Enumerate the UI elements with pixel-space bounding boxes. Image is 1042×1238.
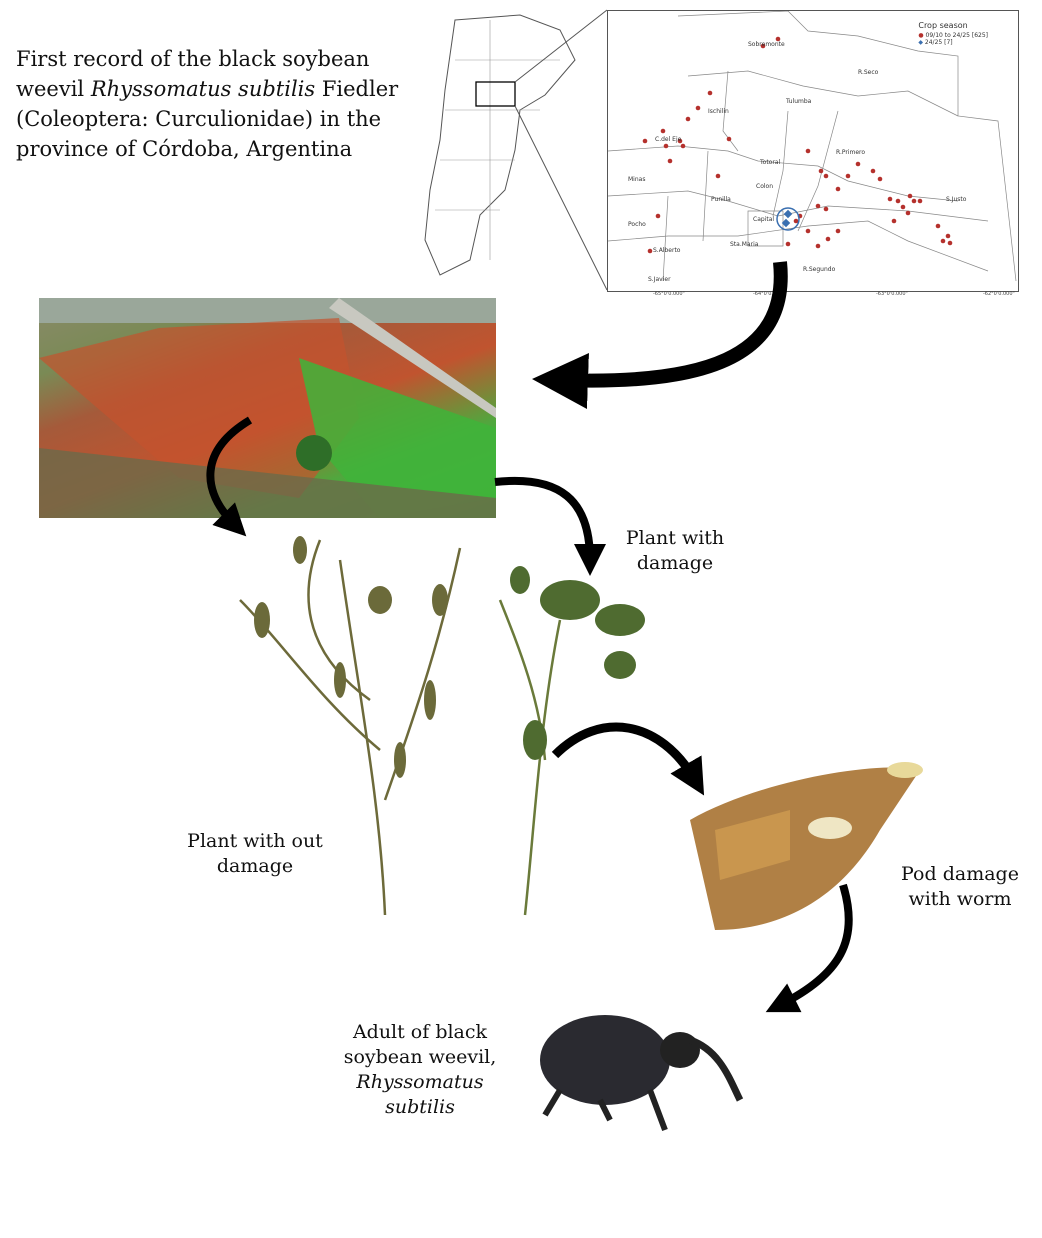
district-label: Capital <box>753 216 775 223</box>
arrow-field-to-damaged-plant <box>494 476 606 576</box>
district-label: R.Seco <box>858 69 879 76</box>
record-point <box>695 105 701 111</box>
record-point <box>935 223 941 229</box>
record-point <box>891 218 897 224</box>
damaged-soybean-plant-photo <box>498 566 645 916</box>
record-point <box>715 173 721 179</box>
record-point <box>823 173 829 179</box>
record-point <box>905 210 911 216</box>
record-point <box>805 148 811 154</box>
district-label: Sobremonte <box>748 41 785 48</box>
district-label: R.Segundo <box>803 266 836 273</box>
record-point <box>940 238 946 244</box>
label-plant-without-damage: Plant with out damage <box>187 830 323 877</box>
highlight-circle <box>776 207 800 231</box>
aerial-field-photo <box>39 298 496 518</box>
adult-weevil-photo <box>540 1015 744 1132</box>
arrow-map-to-field <box>532 261 788 409</box>
legend-label: 24/25 [7] <box>924 39 953 46</box>
lon-tick: -62°0'0.000" <box>983 291 1015 297</box>
healthy-soybean-plant-photo <box>239 536 462 916</box>
district-label: Colon <box>756 183 774 190</box>
arrow-plant-to-pod <box>551 722 705 796</box>
label-adult-weevil: Adult of black soybean weevil,Rhyssomatu… <box>320 1020 520 1120</box>
abstract-title: First record of the black soybean weevil… <box>16 44 406 164</box>
record-point <box>707 90 713 96</box>
record-point <box>835 186 841 192</box>
record-point <box>907 193 913 199</box>
legend-item-current: ◆ 24/25 [7] <box>918 39 953 46</box>
inset-highlight <box>475 81 516 107</box>
district-label: C.del Eje <box>655 136 682 143</box>
arrow-pod-to-adult <box>765 883 853 1013</box>
record-point <box>815 243 821 249</box>
record-point <box>685 116 691 122</box>
label-pod-damage: Pod damage with worm <box>901 863 1019 910</box>
district-label: Ischilin <box>708 108 729 115</box>
record-point <box>947 240 953 246</box>
lon-tick: -63°0'0.000" <box>876 291 908 297</box>
record-point <box>825 236 831 242</box>
record-point <box>805 228 811 234</box>
record-point <box>775 36 781 42</box>
record-point <box>855 161 861 167</box>
legend-item-historic: ● 09/10 to 24/25 [625] <box>918 32 988 39</box>
record-point <box>945 233 951 239</box>
map-legend: Crop season ● 09/10 to 24/25 [625] ◆ 24/… <box>918 21 988 46</box>
adult-species-name: Rhyssomatus subtilis <box>356 1071 484 1118</box>
arrow-field-to-healthy-plant <box>206 416 253 537</box>
district-label: Pocho <box>628 221 646 228</box>
district-label: S.Alberto <box>653 247 681 254</box>
district-label: R.Primero <box>836 149 866 156</box>
record-point <box>835 228 841 234</box>
record-point <box>642 138 648 144</box>
record-point <box>760 43 766 49</box>
record-point <box>900 204 906 210</box>
record-point <box>887 196 893 202</box>
legend-label: 09/10 to 24/25 [625] <box>925 32 988 39</box>
district-label: S.Justo <box>946 196 967 203</box>
district-label: Sta.Maria <box>730 241 759 248</box>
record-point <box>845 173 851 179</box>
record-point <box>667 158 673 164</box>
record-point <box>818 168 824 174</box>
district-label: Totoral <box>760 159 781 166</box>
pod-with-larva-photo <box>690 762 923 930</box>
district-label: S.Javier <box>648 276 671 283</box>
record-point <box>726 136 732 142</box>
record-point <box>877 176 883 182</box>
species-name: Rhyssomatus subtilis <box>90 77 316 101</box>
record-point <box>680 143 686 149</box>
record-point <box>785 241 791 247</box>
record-point <box>911 198 917 204</box>
argentina-inset-map <box>424 9 608 291</box>
record-point <box>815 203 821 209</box>
district-label: Punilla <box>711 196 731 203</box>
title-text-end: Fiedler (Coleoptera: Curculionidae) in t… <box>16 77 399 161</box>
record-point <box>655 213 661 219</box>
record-point <box>870 168 876 174</box>
record-point <box>917 198 923 204</box>
district-label: Minas <box>628 176 646 183</box>
record-point <box>823 206 829 212</box>
cordoba-distribution-map: Crop season ● 09/10 to 24/25 [625] ◆ 24/… <box>607 10 1019 297</box>
label-plant-with-damage: Plant with damage <box>625 527 725 574</box>
legend-title: Crop season <box>918 21 968 30</box>
record-point <box>647 248 653 254</box>
record-point <box>793 218 799 224</box>
lon-tick: -64°0'0.000" <box>753 291 785 297</box>
record-point <box>663 143 669 149</box>
title-text: First record of the black soybean weevil <box>16 47 370 101</box>
district-label: Tulumba <box>786 98 812 105</box>
record-point <box>895 198 901 204</box>
lon-tick: -65°0'0.000" <box>653 291 685 297</box>
record-point <box>660 128 666 134</box>
record-point <box>677 138 683 144</box>
adult-label-text: Adult of black soybean weevil, <box>343 1021 497 1068</box>
